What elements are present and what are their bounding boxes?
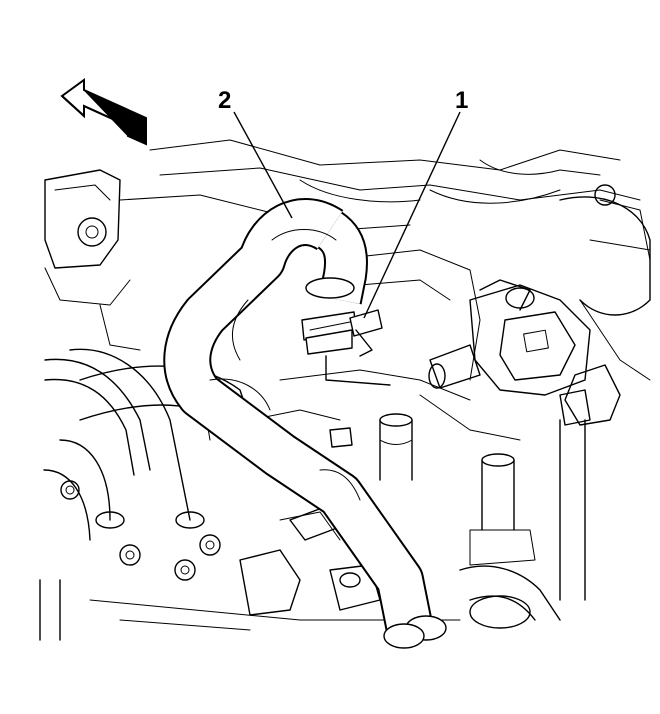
direction-arrow-icon [60,78,147,146]
hose-clamp [301,309,391,386]
callout-2-label: 2 [218,87,231,114]
leader-line-1 [363,111,461,319]
leader-line-2 [233,111,293,219]
callout-1-label: 1 [455,87,468,114]
engine-background [39,139,651,641]
coolant-hose [163,198,447,649]
